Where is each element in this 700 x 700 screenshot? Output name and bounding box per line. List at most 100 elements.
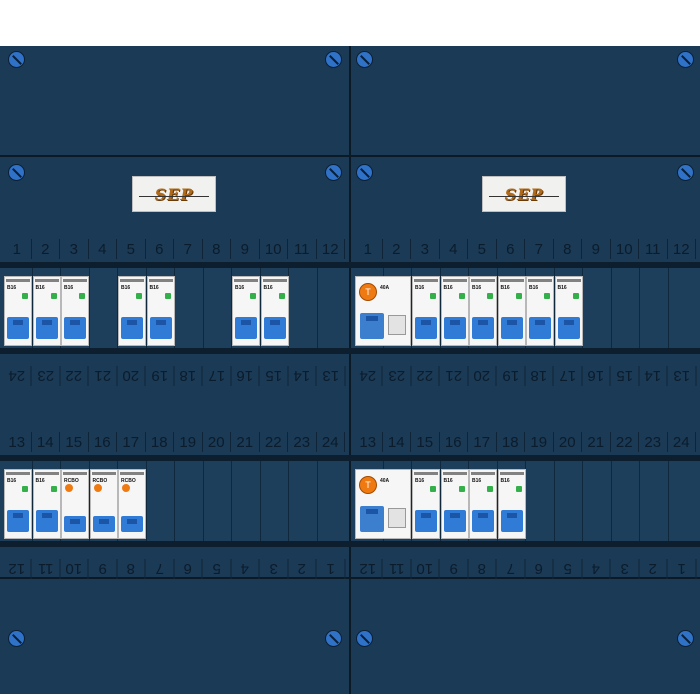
breaker-rating: B16 [7, 285, 17, 291]
rail-slot-divider [174, 455, 175, 547]
module-header [471, 279, 495, 282]
breaker-rating: B16 [64, 285, 74, 291]
rcd-test-button[interactable]: T [359, 476, 377, 494]
circuit-breaker[interactable]: B16 [260, 276, 289, 346]
breaker-toggle[interactable] [500, 317, 523, 339]
breaker-rating: B16 [121, 285, 131, 291]
slot-number: 20 [117, 366, 146, 386]
circuit-breaker[interactable]: B16 [412, 276, 440, 346]
brand-logo-text: SEP [154, 184, 194, 204]
slot-number: 4 [231, 559, 260, 579]
breaker-toggle[interactable] [472, 317, 494, 339]
breaker-toggle[interactable] [64, 516, 86, 532]
slot-number: 2 [639, 559, 668, 579]
slot-number: 13 [667, 366, 696, 386]
breaker-toggle[interactable] [557, 317, 580, 339]
rcd-toggle[interactable] [360, 506, 384, 532]
breaker-toggle[interactable] [443, 317, 466, 339]
rail-slot-divider [60, 262, 61, 354]
module-header [34, 472, 59, 475]
breaker-toggle[interactable] [415, 317, 437, 339]
slot-number: 7 [496, 559, 525, 579]
rail-slot-divider [553, 262, 555, 354]
circuit-breaker[interactable]: B16 [32, 276, 61, 346]
module-header [120, 472, 144, 475]
slot-number: 22 [60, 366, 89, 386]
rcd-lever[interactable] [388, 508, 406, 528]
slot-number: 3 [259, 559, 288, 579]
status-indicator [515, 293, 522, 299]
circuit-breaker[interactable]: B16 [440, 276, 469, 346]
breaker-toggle[interactable] [500, 510, 523, 532]
circuit-breaker[interactable]: B16 [61, 276, 89, 346]
status-indicator [136, 293, 142, 299]
circuit-breaker[interactable]: B16 [4, 276, 32, 346]
circuit-breaker[interactable]: B16 [146, 276, 175, 346]
right-panel [351, 46, 700, 694]
module-header [471, 472, 495, 475]
test-button[interactable] [65, 484, 73, 492]
test-button[interactable] [93, 484, 102, 492]
rail-slot-divider [582, 262, 583, 354]
breaker-toggle[interactable] [35, 317, 58, 339]
slot-number: 6 [174, 559, 203, 579]
breaker-toggle[interactable] [263, 317, 286, 339]
circuit-breaker[interactable]: B16 [440, 469, 469, 539]
slot-number: 5 [202, 559, 231, 579]
circuit-breaker[interactable]: B16 [469, 276, 497, 346]
status-indicator [430, 486, 436, 492]
circuit-breaker[interactable]: B16 [497, 469, 526, 539]
status-indicator [22, 486, 28, 492]
breaker-toggle[interactable] [7, 510, 29, 532]
breaker-toggle[interactable] [92, 516, 115, 532]
breaker-rating: B16 [35, 478, 45, 484]
circuit-breaker[interactable]: B16 [118, 276, 146, 346]
breaker-rating: B16 [415, 285, 425, 291]
circuit-breaker[interactable]: B16 [232, 276, 260, 346]
slot-number: 1 [316, 559, 345, 579]
screw-icon [325, 51, 342, 68]
slot-number: 20 [554, 432, 582, 452]
module-header [499, 279, 524, 282]
circuit-breaker[interactable]: B16 [4, 469, 32, 539]
breaker-toggle[interactable] [149, 317, 172, 339]
slot-number: 17 [553, 366, 582, 386]
circuit-breaker[interactable]: B16 [32, 469, 61, 539]
test-button[interactable] [122, 484, 130, 492]
rail-slot-divider [610, 455, 612, 547]
breaker-toggle[interactable] [121, 516, 143, 532]
breaker-toggle[interactable] [121, 317, 143, 339]
rail-slot-divider [288, 262, 289, 354]
breaker-toggle[interactable] [7, 317, 29, 339]
rcd-lever[interactable] [388, 315, 406, 335]
circuit-breaker[interactable]: B16 [497, 276, 526, 346]
breaker-rating: B16 [35, 285, 45, 291]
circuit-breaker[interactable]: B16 [469, 469, 497, 539]
rcbo-breaker[interactable]: RCBO [61, 469, 89, 539]
circuit-breaker[interactable]: B16 [526, 276, 554, 346]
breaker-toggle[interactable] [35, 510, 58, 532]
circuit-breaker[interactable]: B16 [412, 469, 440, 539]
module-header [414, 279, 438, 282]
module-header [6, 472, 30, 475]
rail-slot-divider [667, 455, 669, 547]
rail-slot-divider [60, 455, 61, 547]
slot-number: 22 [611, 432, 639, 452]
rcd-test-button[interactable]: T [359, 283, 377, 301]
rcbo-breaker[interactable]: RCBO [89, 469, 118, 539]
module-header [442, 279, 467, 282]
breaker-toggle[interactable] [472, 510, 494, 532]
rail-slot-divider [639, 262, 640, 354]
breaker-toggle[interactable] [415, 510, 437, 532]
breaker-toggle[interactable] [64, 317, 86, 339]
circuit-breaker[interactable]: B16 [554, 276, 583, 346]
breaker-toggle[interactable] [235, 317, 257, 339]
rcd-toggle[interactable] [360, 313, 384, 339]
breaker-toggle[interactable] [443, 510, 466, 532]
slot-number: 24 [354, 366, 383, 386]
rcbo-breaker[interactable]: RCBO [118, 469, 146, 539]
slot-number: 15 [259, 366, 288, 386]
breaker-toggle[interactable] [529, 317, 551, 339]
